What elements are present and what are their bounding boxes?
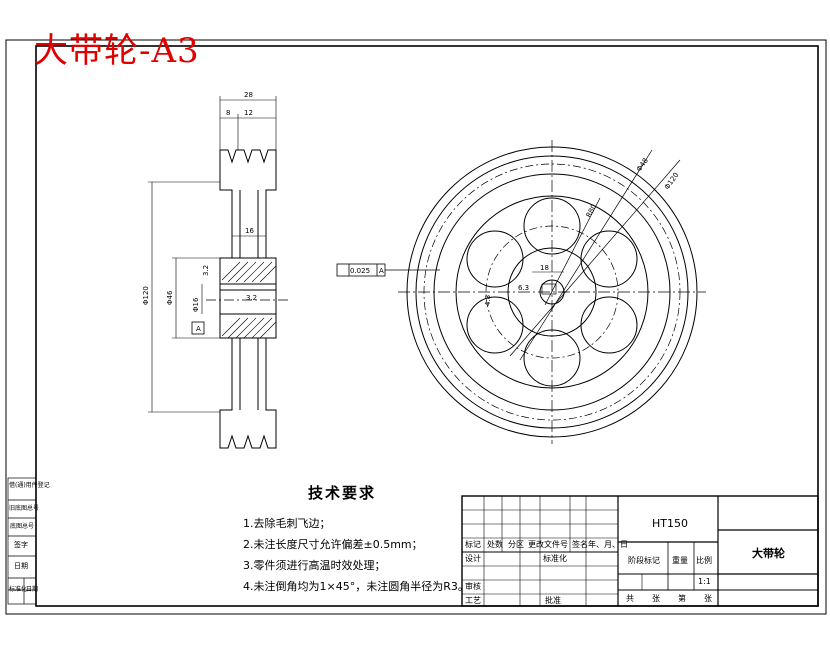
- datum-label: A: [196, 325, 201, 333]
- sheet-no-unit: 张: [704, 594, 712, 603]
- strip-old-drawing-no: 旧底图总号: [9, 505, 40, 512]
- dim-radius-b: Φ120: [663, 171, 680, 191]
- stage-label: 阶段标记: [628, 556, 660, 565]
- row-label-count: 处数: [487, 540, 503, 549]
- material-label: HT150: [652, 517, 688, 530]
- left-strip-grid: [7, 477, 37, 605]
- dim-outer-dia: Φ120: [142, 286, 150, 305]
- design-label: 设计: [465, 554, 481, 563]
- roughness-a: 3.2: [202, 265, 210, 276]
- front-view: [336, 140, 706, 444]
- runout-value: 0.025: [350, 267, 370, 275]
- key-width: 18: [540, 264, 549, 272]
- strip-borrowed-parts: 借(通)用件登记: [9, 482, 50, 489]
- row-label-sign: 签名: [572, 540, 588, 549]
- outer-border: [5, 39, 827, 615]
- inner-border: [35, 45, 819, 607]
- dim-pitch-dia: Φ46: [166, 290, 174, 305]
- dim-keyway: 3.2: [246, 294, 257, 302]
- key-height: 4.8: [484, 295, 492, 306]
- row-label-change-doc: 更改文件号: [528, 540, 568, 549]
- scale-value: 1:1: [698, 577, 711, 586]
- row-label-zone: 分区: [508, 540, 524, 549]
- process-label: 工艺: [465, 596, 481, 605]
- sheets-total-unit: 张: [652, 594, 660, 603]
- tech-requirement-1: 1.去除毛刺飞边；: [243, 517, 331, 530]
- sheets-total-label: 共: [626, 594, 634, 603]
- strip-date: 日期: [14, 562, 28, 570]
- row-label-mark: 标记: [465, 540, 481, 549]
- dim-radius-a: Φ48: [635, 157, 650, 173]
- scale-label: 比例: [696, 556, 712, 565]
- tech-requirement-2: 2.未注长度尺寸允许偏差±0.5mm；: [243, 538, 423, 551]
- drawing-title: 大带轮-A3: [34, 31, 200, 71]
- roughness-b: 6.3: [518, 284, 529, 292]
- dim-groove-a: 8: [226, 109, 230, 117]
- review-label: 审核: [465, 582, 481, 591]
- tech-requirement-3: 3.零件须进行高温时效处理；: [243, 559, 386, 572]
- dim-bore-dia: Φ16: [192, 297, 200, 312]
- runout-datum: A: [379, 267, 384, 275]
- strip-date-bottom: 日期: [26, 586, 39, 593]
- strip-standardization: 标准化: [9, 586, 28, 593]
- weight-label: 重量: [672, 556, 688, 565]
- row-label-date: 年、月、日: [588, 540, 628, 549]
- strip-signature: 签字: [14, 541, 28, 549]
- tech-requirement-4: 4.未注倒角均为1×45°，未注圆角半径为R3。: [243, 580, 469, 593]
- dim-hub-width: 16: [245, 227, 254, 235]
- standardization-label: 标准化: [543, 554, 567, 563]
- part-name: 大带轮: [752, 547, 785, 560]
- approve-label: 批准: [545, 596, 561, 605]
- strip-drawing-no: 底图总号: [10, 523, 35, 530]
- section-view: [148, 96, 290, 449]
- title-block-grid: [461, 495, 819, 607]
- tech-requirements-heading: 技术要求: [308, 484, 377, 502]
- sheet-no-label: 第: [678, 594, 686, 603]
- dim-groove-b: 12: [244, 109, 253, 117]
- dim-width-total: 28: [244, 91, 253, 99]
